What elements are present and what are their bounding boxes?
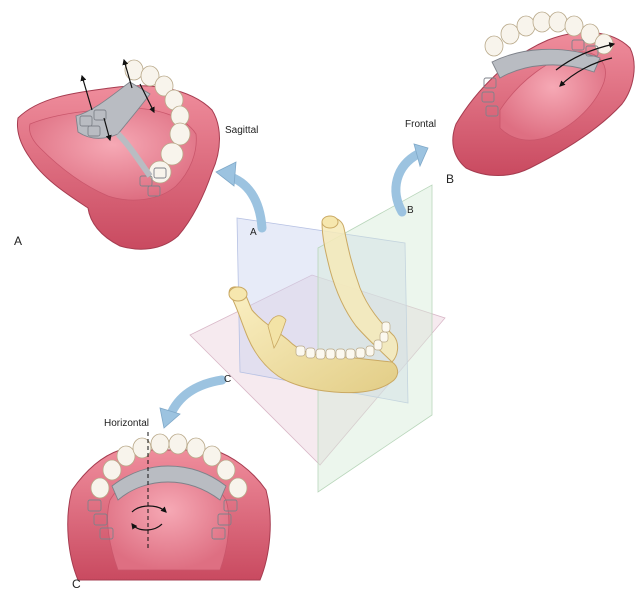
plane-b-label: B xyxy=(407,206,414,216)
panel-b-cast xyxy=(453,12,634,176)
arrow-to-horizontal xyxy=(170,380,222,416)
sagittal-label: Sagittal xyxy=(225,126,258,136)
panel-b-label: B xyxy=(446,173,454,185)
panel-a-cast xyxy=(18,60,220,249)
center-planes-group xyxy=(190,185,445,492)
panel-c-label: C xyxy=(72,578,81,590)
horizontal-label: Horizontal xyxy=(104,419,149,429)
panel-c-cast xyxy=(68,432,271,580)
plane-a-label: A xyxy=(250,228,257,238)
plane-c-label: C xyxy=(224,375,231,385)
panel-a-label: A xyxy=(14,235,22,247)
frontal-label: Frontal xyxy=(405,120,436,130)
